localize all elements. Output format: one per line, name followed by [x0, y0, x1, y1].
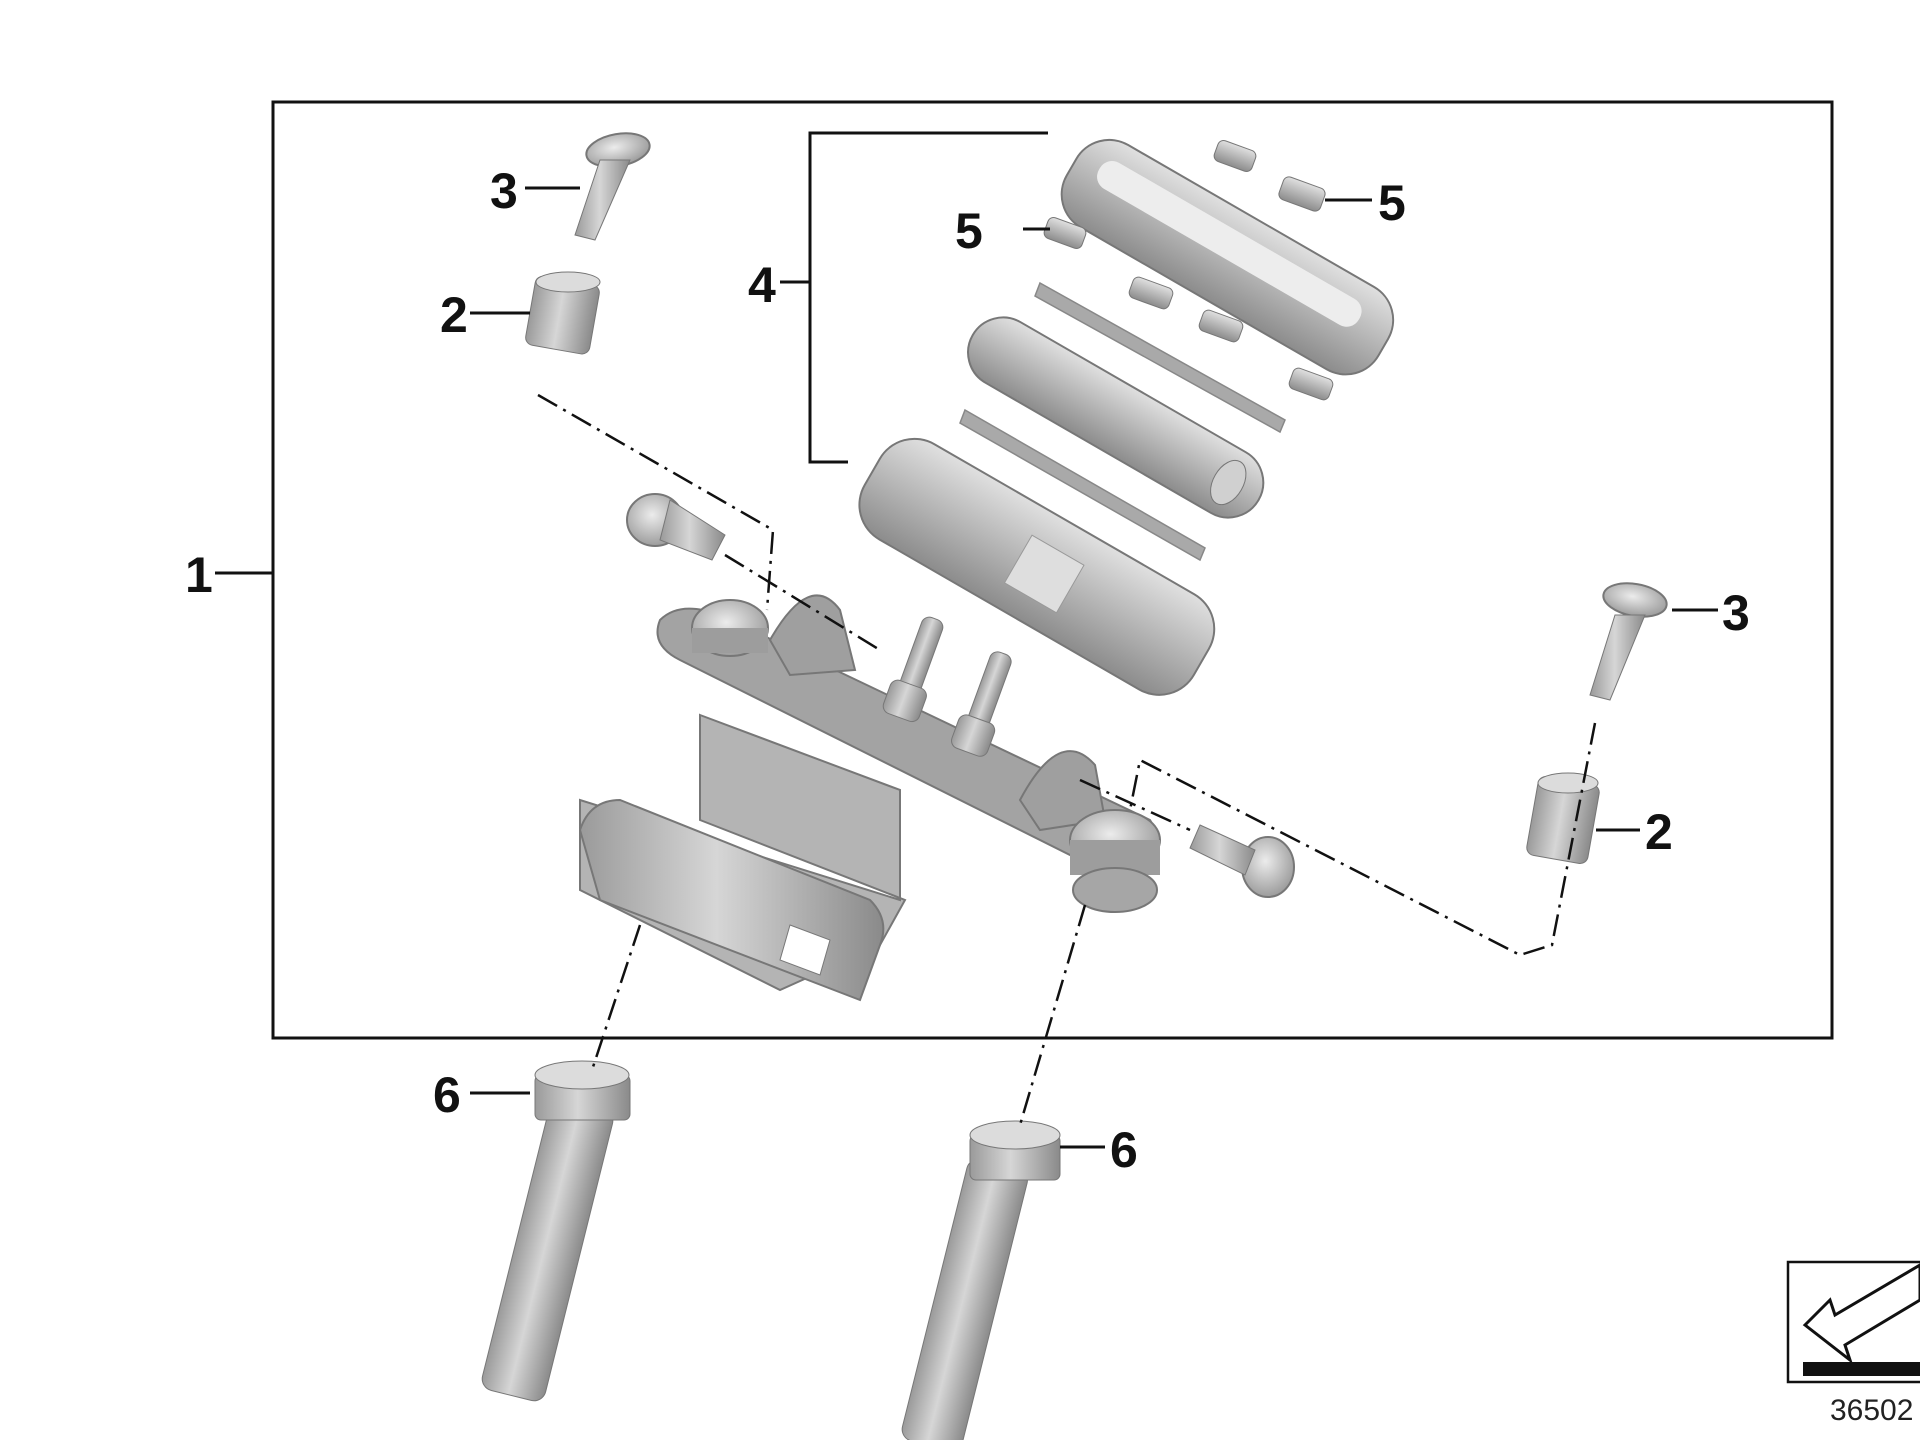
- callout-2-left: 2: [440, 287, 468, 343]
- mounting-stud-right: [901, 1120, 1061, 1440]
- assembly-line-bolt-right: [1079, 778, 1191, 832]
- assembly-line-bolt: [724, 553, 881, 652]
- bracket-bolt: [626, 493, 726, 561]
- hex-nut: [1043, 217, 1087, 249]
- assembly-frame: [271, 100, 1834, 1040]
- callout-3-left: 3: [490, 163, 518, 219]
- housing-top-cover: [1060, 138, 1395, 376]
- callout-4: 4: [748, 257, 776, 313]
- roller-cylinder: [967, 316, 1265, 519]
- callout-6-left: 6: [433, 1067, 461, 1123]
- spacer-sleeve-left: [525, 271, 601, 355]
- callout-5-top: 5: [1378, 175, 1406, 231]
- screw-right: [1589, 582, 1668, 701]
- callout-5-left: 5: [955, 203, 983, 259]
- callout-2-right: 2: [1645, 804, 1673, 860]
- assembly-line-right: [1128, 722, 1597, 957]
- housing-bottom: [858, 437, 1216, 696]
- socket-screw: [882, 616, 944, 723]
- leader-4: [808, 131, 1048, 464]
- direction-stamp: [1786, 1260, 1920, 1384]
- gasket-upper: [1034, 281, 1286, 434]
- mounting-bracket: [578, 594, 1161, 1002]
- bracket-bolt: [1189, 824, 1295, 898]
- hex-nut: [1128, 276, 1174, 310]
- reference-number: 36502: [1830, 1394, 1913, 1427]
- mounting-stud-left: [481, 1060, 631, 1402]
- hex-nut: [1278, 176, 1326, 212]
- callout-6-right: 6: [1110, 1122, 1138, 1178]
- spacer-sleeve-right: [1526, 772, 1600, 865]
- hex-nut: [1213, 140, 1257, 172]
- assembly-line-stud-right: [1018, 904, 1087, 1126]
- hex-nut: [1198, 309, 1244, 343]
- socket-screw: [951, 651, 1012, 757]
- callout-3-right: 3: [1722, 585, 1750, 641]
- assembly-line-stud-left: [590, 924, 642, 1071]
- screw-left: [574, 132, 651, 241]
- hex-nut: [1288, 367, 1334, 401]
- gasket-lower: [959, 408, 1206, 562]
- callout-1: 1: [185, 547, 213, 603]
